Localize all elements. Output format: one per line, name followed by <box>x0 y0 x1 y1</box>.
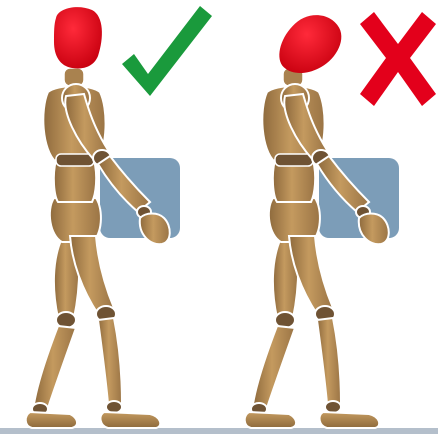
head-upright <box>54 7 102 68</box>
figure-incorrect-posture <box>245 9 399 428</box>
check-icon <box>122 6 212 96</box>
cross-icon <box>360 12 436 106</box>
